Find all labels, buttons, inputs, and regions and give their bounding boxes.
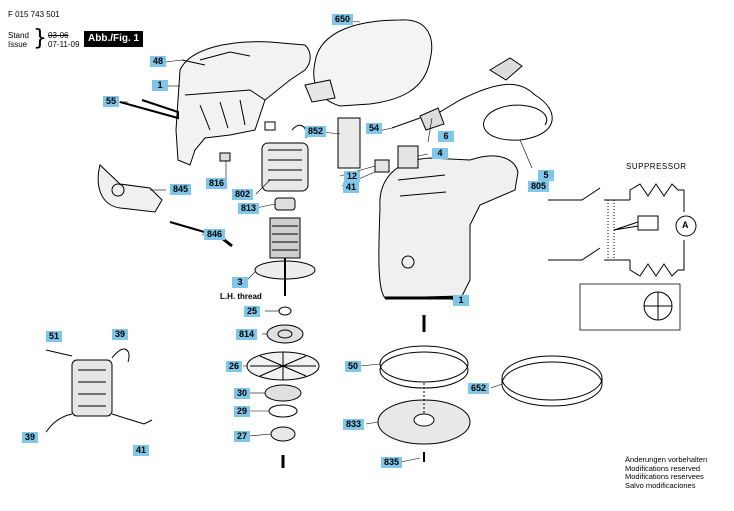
callout-816: 816 (206, 178, 228, 189)
callout-846: 846 (204, 229, 226, 240)
callout-51: 51 (46, 331, 63, 342)
callout-814: 814 (236, 329, 258, 340)
note-line: Modifications reserved (625, 463, 701, 473)
issue-label: Issue (8, 40, 28, 49)
housing-half-drawing (175, 41, 311, 166)
callout-48: 48 (150, 56, 167, 67)
callout-27: 27 (234, 431, 251, 442)
motor-symbol: A (682, 220, 689, 230)
figure-badge: Abb./Fig. 1 (84, 31, 144, 47)
callout-50: 50 (345, 361, 362, 372)
callout-1-housing: 1 (152, 80, 168, 91)
callout-39-bottom: 39 (22, 432, 39, 443)
brace-glyph: } (33, 26, 47, 51)
callout-30: 30 (234, 388, 251, 399)
old-date: 03-06 (48, 31, 69, 40)
callout-4: 4 (432, 148, 448, 159)
callout-845: 845 (170, 184, 192, 195)
callout-835: 835 (381, 457, 403, 468)
callout-25: 25 (244, 306, 261, 317)
callout-5: 5 (538, 170, 554, 181)
callout-6: 6 (438, 131, 454, 142)
note-line: Modifications reservees (625, 472, 704, 482)
suppressor-label: SUPPRESSOR (626, 162, 687, 171)
callout-39-top: 39 (112, 329, 129, 340)
stand-label: Stand (8, 31, 29, 40)
callout-3: 3 (232, 277, 248, 288)
callout-652: 652 (468, 383, 490, 394)
callout-813: 813 (238, 203, 260, 214)
callout-26: 26 (226, 361, 243, 372)
callout-833: 833 (343, 419, 365, 430)
callout-852: 852 (305, 126, 327, 137)
callout-41-main: 41 (343, 182, 360, 193)
callout-54: 54 (366, 123, 383, 134)
note-line: Salvo modificaciones (625, 480, 696, 490)
callout-1-body: 1 (453, 295, 469, 306)
modification-notes: Änderungen vorbehalten Modifications res… (625, 455, 708, 490)
new-date: 07-11-09 (48, 40, 80, 49)
callout-55: 55 (103, 96, 120, 107)
note-line: Änderungen vorbehalten (625, 455, 708, 464)
callout-650: 650 (332, 14, 354, 25)
callout-41-detail: 41 (133, 445, 150, 456)
thread-label: L.H. thread (220, 292, 262, 301)
callout-29: 29 (234, 406, 251, 417)
callout-802: 802 (232, 189, 254, 200)
doc-number: F 015 743 501 (8, 10, 60, 19)
callout-12: 12 (344, 171, 361, 182)
callout-805: 805 (528, 181, 550, 192)
